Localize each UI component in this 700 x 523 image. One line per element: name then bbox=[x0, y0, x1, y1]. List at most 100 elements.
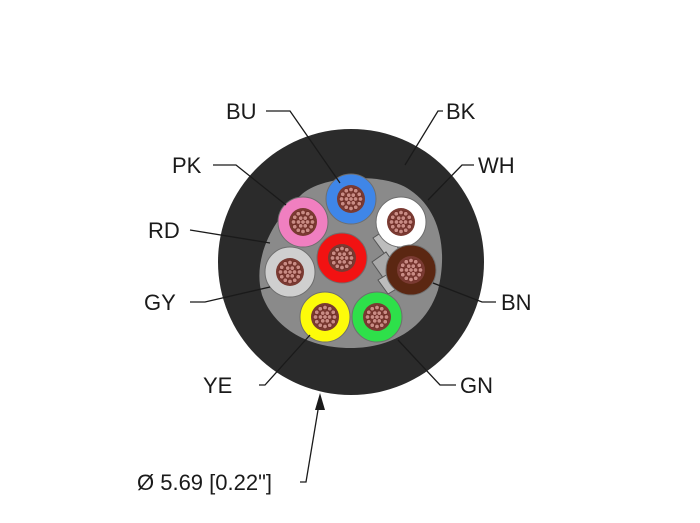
copper-strand bbox=[300, 229, 306, 235]
copper-strand bbox=[338, 196, 344, 202]
copper-strand bbox=[400, 223, 406, 229]
leader-lines bbox=[189, 110, 496, 483]
copper-strand bbox=[285, 273, 291, 279]
copper-strand bbox=[305, 211, 311, 217]
copper-strand bbox=[334, 247, 340, 253]
copper-strand bbox=[282, 261, 288, 267]
copper-strand bbox=[374, 323, 380, 329]
copper-strand bbox=[347, 260, 353, 266]
copper-strand bbox=[346, 200, 352, 206]
copper-strand bbox=[410, 263, 416, 269]
copper-strand bbox=[327, 322, 333, 328]
color-code-labels: BU BK WH PK RD GY BN YE GN Ø 5.69 [0.22"… bbox=[137, 99, 532, 495]
copper-strand bbox=[343, 255, 349, 261]
copper-strand bbox=[302, 215, 308, 221]
copper-strand bbox=[383, 314, 389, 320]
copper-strand bbox=[403, 227, 409, 233]
copper-strand bbox=[353, 188, 359, 194]
copper-strand bbox=[337, 251, 343, 257]
copper-strand bbox=[341, 251, 347, 257]
copper-strand bbox=[410, 271, 416, 277]
copper-strand bbox=[295, 219, 301, 225]
copper-strand bbox=[279, 264, 285, 270]
copper-strand bbox=[295, 227, 301, 233]
copper-strand bbox=[298, 215, 304, 221]
copper-strand bbox=[343, 204, 349, 210]
copper-strand bbox=[408, 257, 414, 263]
copper-strand bbox=[282, 277, 288, 283]
copper-strand bbox=[295, 274, 301, 280]
copper-strand bbox=[324, 310, 330, 316]
conductor-ye bbox=[299, 291, 351, 343]
label-bk: BK bbox=[446, 99, 476, 124]
label-wh: WH bbox=[478, 153, 515, 178]
copper-strand bbox=[289, 273, 295, 279]
copper-strand bbox=[398, 229, 404, 235]
copper-strand bbox=[357, 196, 363, 202]
label-bn: BN bbox=[501, 290, 532, 315]
copper-strand bbox=[393, 227, 399, 233]
copper-strand bbox=[343, 196, 349, 202]
copper-strand bbox=[388, 219, 394, 225]
copper-strand bbox=[413, 259, 419, 265]
copper-strand bbox=[393, 219, 399, 225]
copper-strand bbox=[331, 314, 337, 320]
copper-strand bbox=[344, 263, 350, 269]
copper-strand bbox=[400, 262, 406, 268]
copper-strand bbox=[408, 276, 414, 282]
copper-strand bbox=[327, 306, 333, 312]
copper-strand bbox=[390, 214, 396, 220]
copper-strand bbox=[320, 310, 326, 316]
copper-strand bbox=[372, 310, 378, 316]
copper-strand bbox=[343, 188, 349, 194]
conductor-bu bbox=[325, 173, 377, 225]
copper-strand bbox=[308, 224, 314, 230]
copper-strand bbox=[292, 277, 298, 283]
copper-strand bbox=[304, 219, 310, 225]
label-pk: PK bbox=[172, 153, 202, 178]
copper-strand bbox=[279, 274, 285, 280]
copper-strand bbox=[287, 278, 293, 284]
copper-strand bbox=[302, 223, 308, 229]
conductor-rd bbox=[316, 232, 368, 284]
copper-strand bbox=[331, 260, 337, 266]
copper-strand bbox=[364, 314, 370, 320]
copper-strand bbox=[416, 262, 422, 268]
copper-strand bbox=[331, 250, 337, 256]
label-ye: YE bbox=[203, 373, 232, 398]
copper-strand bbox=[369, 314, 375, 320]
copper-strand bbox=[298, 223, 304, 229]
copper-strand bbox=[314, 319, 320, 325]
copper-strand bbox=[312, 314, 318, 320]
dimension-arrowhead bbox=[315, 393, 325, 410]
copper-strand bbox=[324, 318, 330, 324]
copper-strand bbox=[346, 192, 352, 198]
label-bu: BU bbox=[226, 99, 257, 124]
copper-strand bbox=[390, 224, 396, 230]
copper-strand bbox=[277, 269, 283, 275]
copper-strand bbox=[309, 219, 315, 225]
copper-strand bbox=[403, 267, 409, 273]
copper-strand bbox=[314, 309, 320, 315]
copper-strand bbox=[326, 314, 332, 320]
copper-strand bbox=[403, 211, 409, 217]
copper-strand bbox=[348, 255, 354, 261]
copper-strand bbox=[413, 275, 419, 281]
copper-strand bbox=[416, 272, 422, 278]
conductor-pk bbox=[277, 196, 329, 248]
copper-strand bbox=[347, 250, 353, 256]
copper-strand bbox=[337, 259, 343, 265]
copper-strand bbox=[292, 214, 298, 220]
copper-strand bbox=[322, 304, 328, 310]
copper-strand bbox=[400, 215, 406, 221]
copper-strand bbox=[400, 272, 406, 278]
copper-strand bbox=[356, 201, 362, 207]
label-gy: GY bbox=[144, 290, 176, 315]
copper-strand bbox=[300, 210, 306, 216]
copper-strand bbox=[369, 306, 375, 312]
copper-strand bbox=[296, 269, 302, 275]
copper-strand bbox=[403, 275, 409, 281]
copper-strand bbox=[317, 314, 323, 320]
copper-strand bbox=[339, 246, 345, 252]
